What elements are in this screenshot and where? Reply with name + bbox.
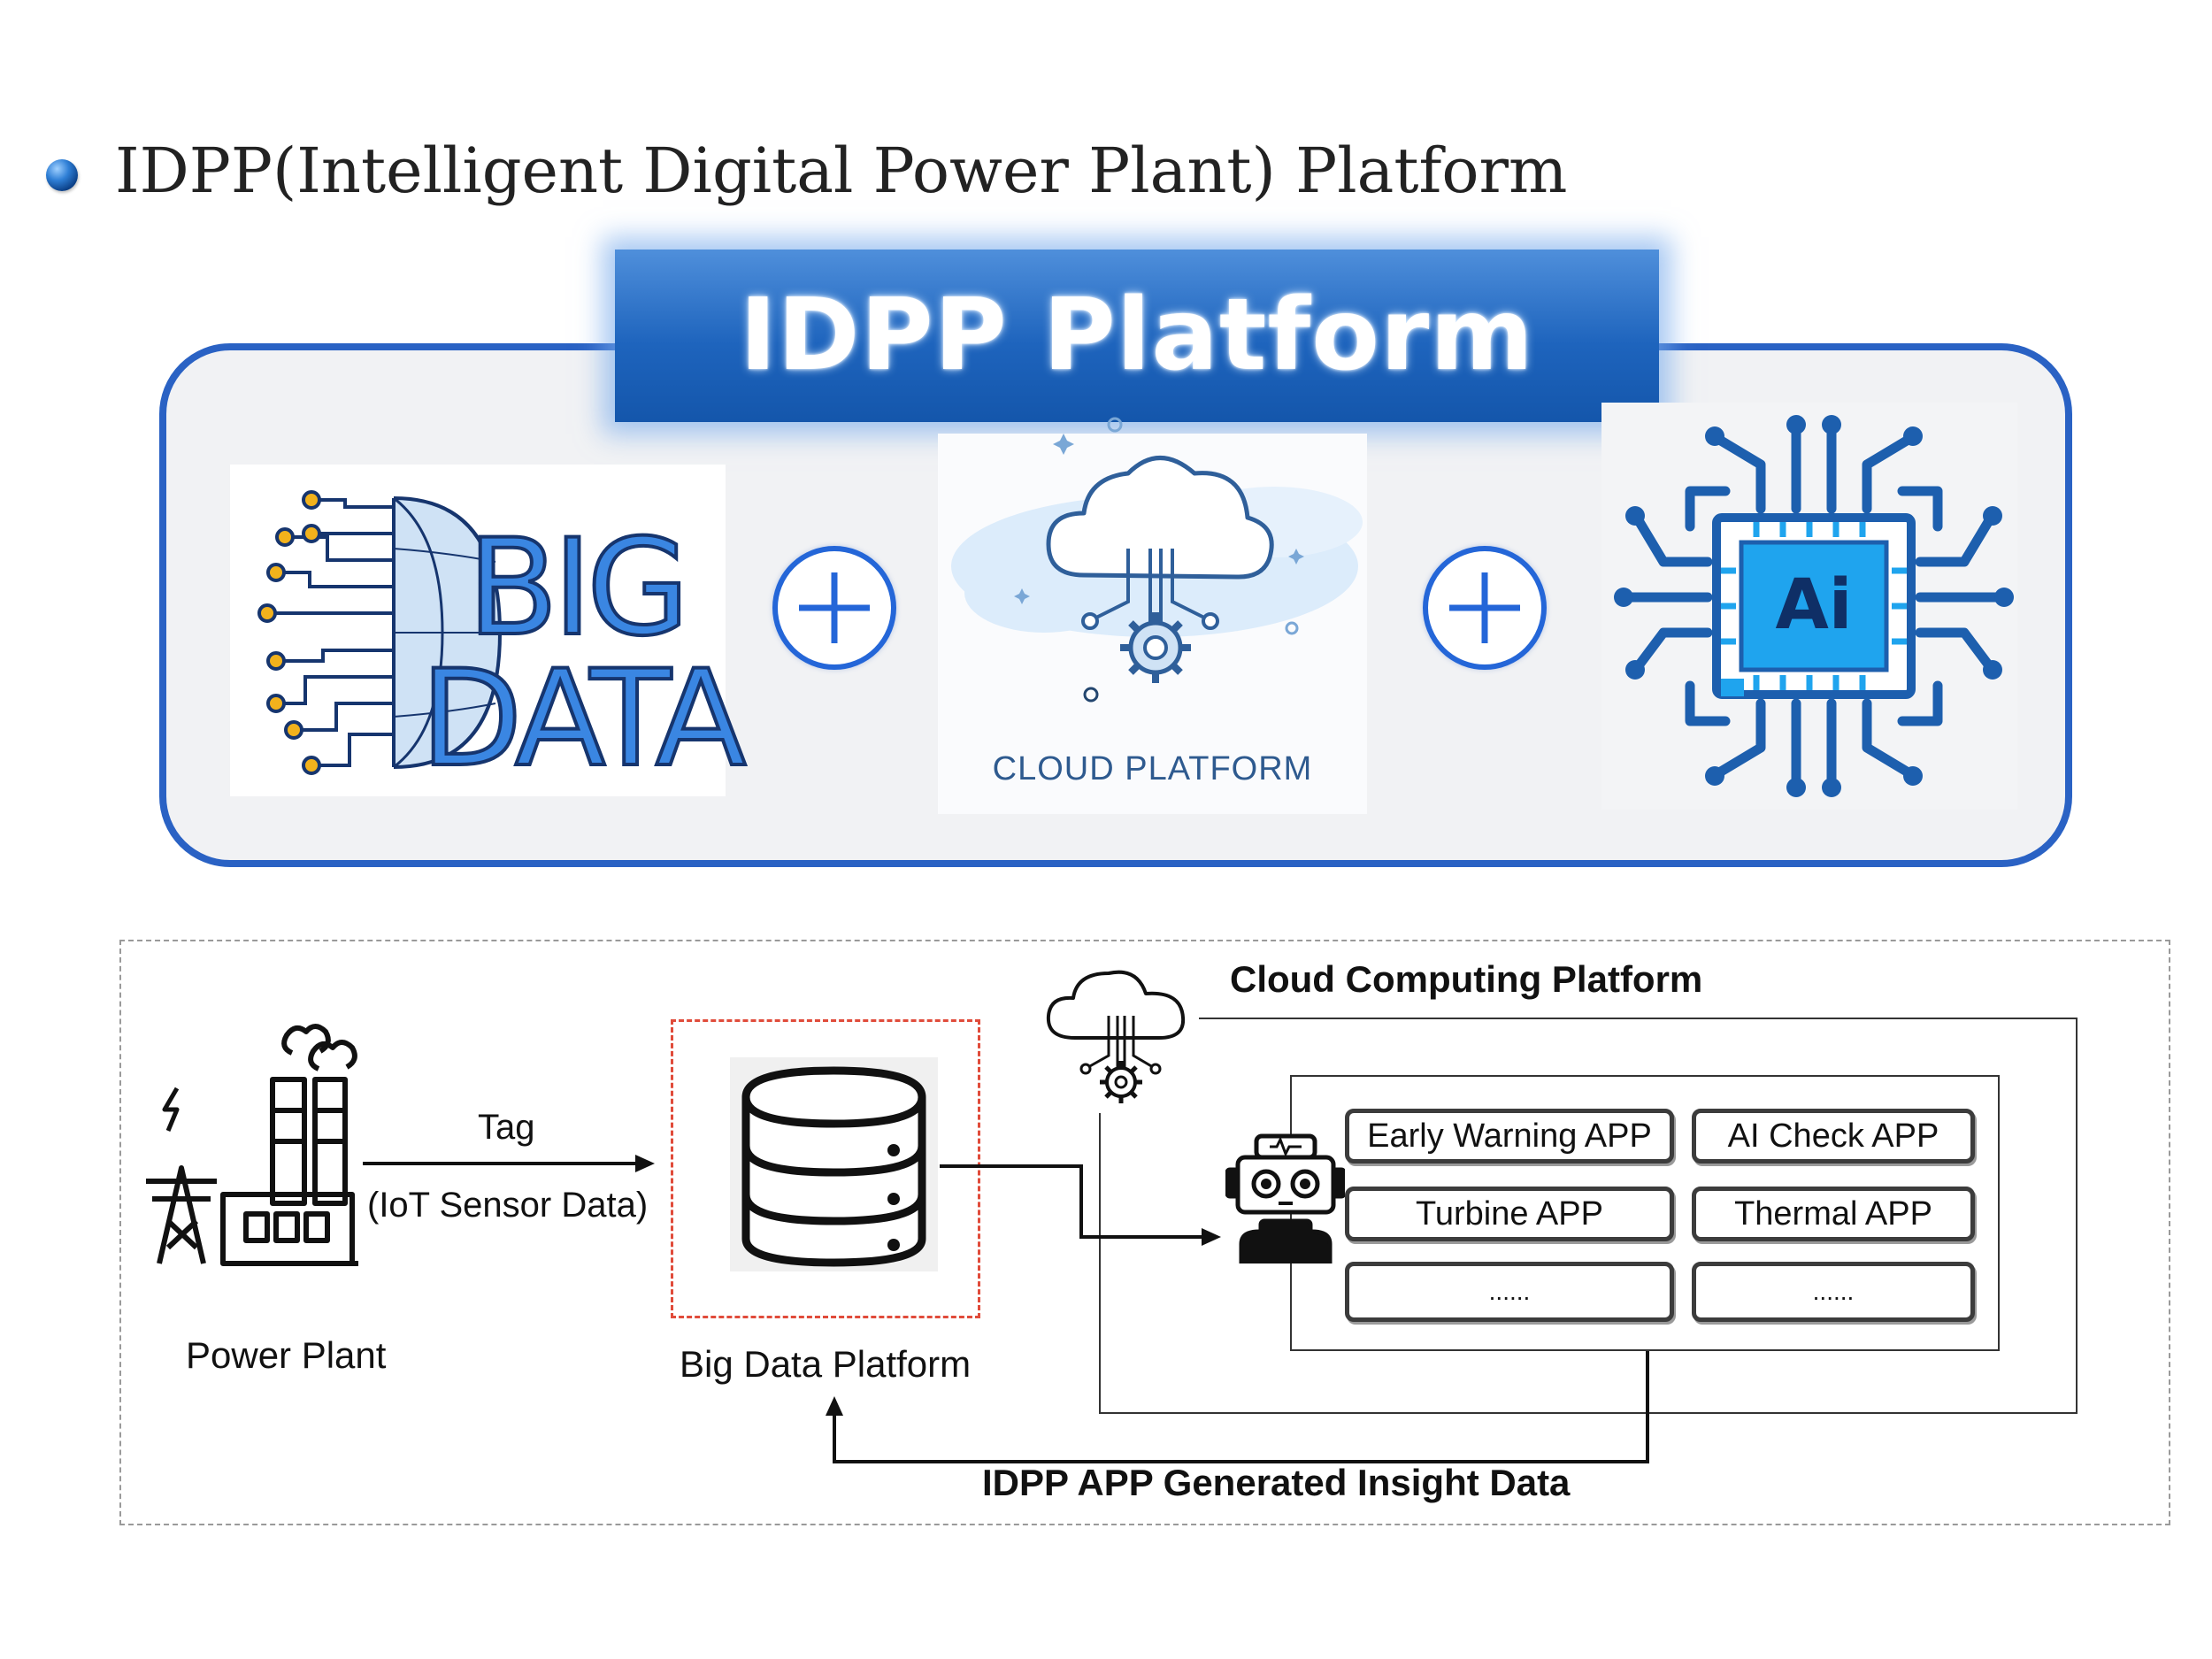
big-data-platform-label: Big Data Platform: [680, 1343, 972, 1385]
cloud-computing-label: Cloud Computing Platform: [1230, 958, 1703, 1000]
plus-icon: [1423, 546, 1547, 670]
bullet-icon: [46, 159, 78, 191]
power-plant-icon: [146, 1024, 358, 1266]
platform-banner: [615, 250, 1659, 422]
power-plant-label: Power Plant: [186, 1334, 387, 1376]
more-apps-button[interactable]: ......: [1345, 1262, 1674, 1322]
robot-icon: [1225, 1133, 1345, 1263]
big-data-word-data: DATA: [419, 642, 748, 796]
ai-chip-icon: [1614, 415, 2014, 797]
thermal-app-button[interactable]: Thermal APP: [1692, 1187, 1975, 1241]
cloud-gear-icon: [1046, 970, 1186, 1103]
tag-arrow: [363, 1155, 655, 1172]
ai-chip-label: Ai: [1775, 565, 1853, 645]
big-data-icon: [257, 490, 503, 775]
insight-data-label: IDPP APP Generated Insight Data: [982, 1462, 1571, 1503]
cloud-platform-icon: [951, 417, 1363, 703]
iot-sensor-data-label: (IoT Sensor Data): [367, 1186, 649, 1225]
more-apps-button[interactable]: ......: [1692, 1262, 1975, 1322]
turbine-app-button[interactable]: Turbine APP: [1345, 1187, 1674, 1241]
ai-check-app-button[interactable]: AI Check APP: [1692, 1109, 1975, 1164]
tag-label: Tag: [478, 1108, 535, 1147]
cloud-platform-label: CLOUD PLATFORM: [992, 750, 1313, 787]
platform-banner-title: IDPP Platform: [739, 278, 1534, 393]
page-title: IDPP(Intelligent Digital Power Plant) Pl…: [115, 134, 1568, 207]
architecture-diagram-frame: [119, 940, 2170, 1525]
plus-icon: [772, 546, 896, 670]
big-data-word-big: BIG: [465, 511, 691, 665]
database-icon: [741, 1066, 926, 1267]
early-warning-app-button[interactable]: Early Warning APP: [1345, 1109, 1674, 1164]
